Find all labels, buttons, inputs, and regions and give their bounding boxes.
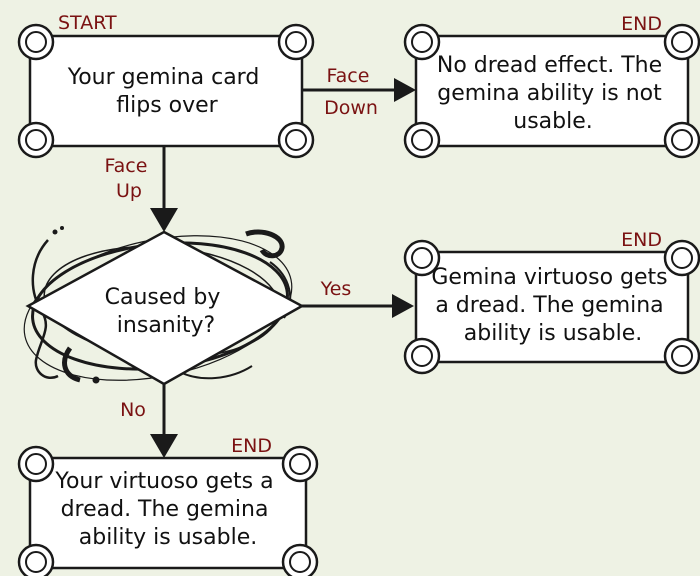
corner-ornament: [17, 445, 319, 576]
end-tag: END: [621, 229, 662, 251]
edge-label-face-up: Face Up: [104, 155, 153, 202]
edge-start-to-decision: [150, 146, 178, 232]
start-node-text: Your gemina card flips over: [67, 65, 267, 118]
no-dread-node-text: No dread effect. The gemina ability is n…: [437, 53, 669, 134]
node-no-dread: [403, 23, 700, 159]
node-start: [17, 23, 315, 159]
end-tag: END: [231, 435, 272, 457]
decision-node-text: Caused by insanity?: [105, 285, 228, 338]
end-tag: END: [621, 13, 662, 35]
virtuoso-dread-node-text: Your virtuoso gets a dread. The gemina a…: [54, 469, 280, 550]
corner-ornament: [17, 23, 315, 159]
corner-ornament: [403, 239, 700, 375]
start-tag: START: [58, 12, 117, 34]
edge-decision-to-virtuoso-dread: [150, 384, 178, 458]
node-gemina-dread: [403, 239, 700, 375]
edge-start-to-no-dread: [302, 78, 416, 102]
node-virtuoso-dread: [17, 445, 319, 576]
decision-diamond: [25, 230, 305, 386]
gemina-dread-node-text: Gemina virtuoso gets a dread. The gemina…: [431, 265, 674, 346]
edge-label-face-down: Face Down: [324, 65, 378, 119]
corner-ornament: [403, 23, 700, 159]
edge-label-no: No: [120, 399, 146, 421]
edge-decision-to-gemina-dread: [302, 294, 414, 318]
edge-label-yes: Yes: [320, 278, 352, 300]
